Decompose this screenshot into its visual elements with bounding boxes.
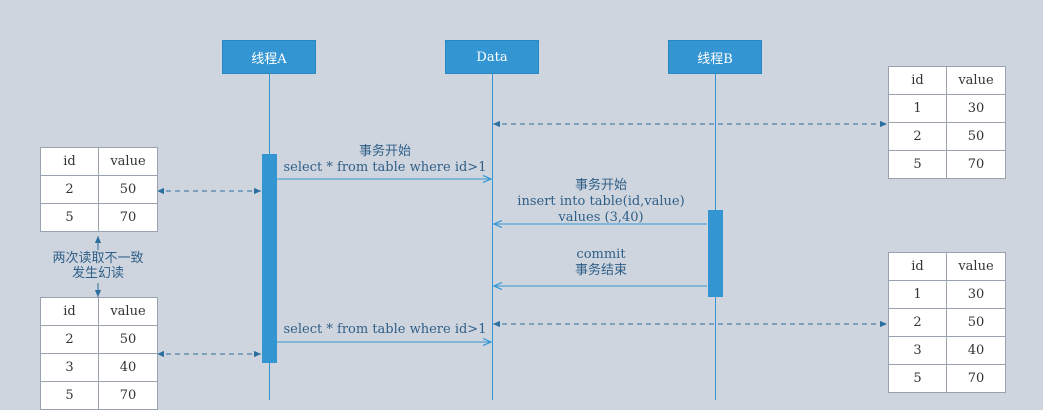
table-cell: 70 xyxy=(946,150,1006,179)
table-row: 5 70 xyxy=(888,150,1006,179)
table-left-top: id value 2 50 5 70 xyxy=(40,147,158,232)
table-cell: 5 xyxy=(40,381,99,410)
note-text: 发生幻读 xyxy=(71,266,124,281)
table-row: 1 30 xyxy=(888,94,1006,123)
table-cell: 5 xyxy=(888,364,947,393)
table-cell: 3 xyxy=(40,353,99,382)
table-cell: 2 xyxy=(888,308,947,337)
table-row: 2 50 xyxy=(888,308,1006,337)
table-header-cell: id xyxy=(888,252,947,281)
table-header-cell: id xyxy=(40,297,99,326)
table-cell: 30 xyxy=(946,94,1006,123)
table-row: 2 50 xyxy=(40,175,158,204)
table-cell: 1 xyxy=(888,94,947,123)
message-text: select * from table where id>1 xyxy=(283,160,487,175)
table-cell: 40 xyxy=(98,353,158,382)
table-header-cell: id xyxy=(888,66,947,95)
message-text: 事务开始 xyxy=(574,178,627,193)
table-row: 3 40 xyxy=(40,353,158,382)
table-row: 5 70 xyxy=(888,364,1006,393)
message-text: select * from table where id>1 xyxy=(283,322,487,337)
table-left-bottom: id value 2 50 3 40 5 70 xyxy=(40,297,158,410)
table-row: 5 70 xyxy=(40,203,158,232)
table-header-row: id value xyxy=(40,297,158,326)
table-cell: 40 xyxy=(946,336,1006,365)
arrows-layer xyxy=(94,120,887,358)
table-header-cell: value xyxy=(98,147,158,176)
lane-thread-b: 线程B xyxy=(668,40,762,74)
message-select-2: select * from table where id>1 xyxy=(277,322,493,338)
lifeline-data xyxy=(492,74,493,400)
table-cell: 50 xyxy=(98,325,158,354)
table-cell: 50 xyxy=(98,175,158,204)
table-cell: 70 xyxy=(98,381,158,410)
table-header-row: id value xyxy=(40,147,158,176)
table-cell: 2 xyxy=(40,325,99,354)
table-header-cell: id xyxy=(40,147,99,176)
table-cell: 30 xyxy=(946,280,1006,309)
note-text: 两次读取不一致 xyxy=(52,251,144,266)
message-select-1: 事务开始 select * from table where id>1 xyxy=(277,144,493,176)
lane-thread-a: 线程A xyxy=(222,40,316,74)
message-text: commit xyxy=(576,247,626,262)
activation-thread-b xyxy=(708,210,723,297)
table-cell: 70 xyxy=(98,203,158,232)
table-cell: 1 xyxy=(888,280,947,309)
table-header-cell: value xyxy=(946,252,1006,281)
table-header-row: id value xyxy=(888,66,1006,95)
table-right-top: id value 1 30 2 50 5 70 xyxy=(888,66,1006,179)
message-text: insert into table(id,value) xyxy=(517,194,685,209)
table-row: 5 70 xyxy=(40,381,158,410)
activation-thread-a xyxy=(262,154,277,363)
table-cell: 2 xyxy=(888,122,947,151)
table-header-cell: value xyxy=(98,297,158,326)
lane-data: Data xyxy=(445,40,539,74)
table-cell: 5 xyxy=(40,203,99,232)
message-insert: 事务开始 insert into table(id,value) values … xyxy=(494,178,708,226)
table-row: 3 40 xyxy=(888,336,1006,365)
table-cell: 50 xyxy=(946,122,1006,151)
table-header-row: id value xyxy=(888,252,1006,281)
phantom-read-note: 两次读取不一致 发生幻读 xyxy=(46,251,150,281)
table-cell: 3 xyxy=(888,336,947,365)
table-row: 2 50 xyxy=(888,122,1006,151)
table-right-bottom: id value 1 30 2 50 3 40 5 70 xyxy=(888,252,1006,393)
message-text: 事务开始 xyxy=(358,144,411,159)
table-row: 1 30 xyxy=(888,280,1006,309)
message-text: 事务结束 xyxy=(574,263,627,278)
sequence-diagram: 线程A Data 线程B 事 xyxy=(40,40,1006,410)
table-cell: 2 xyxy=(40,175,99,204)
table-header-cell: value xyxy=(946,66,1006,95)
table-cell: 70 xyxy=(946,364,1006,393)
table-row: 2 50 xyxy=(40,325,158,354)
message-text: values (3,40) xyxy=(558,210,644,225)
table-cell: 50 xyxy=(946,308,1006,337)
table-cell: 5 xyxy=(888,150,947,179)
message-commit: commit 事务结束 xyxy=(494,247,708,279)
